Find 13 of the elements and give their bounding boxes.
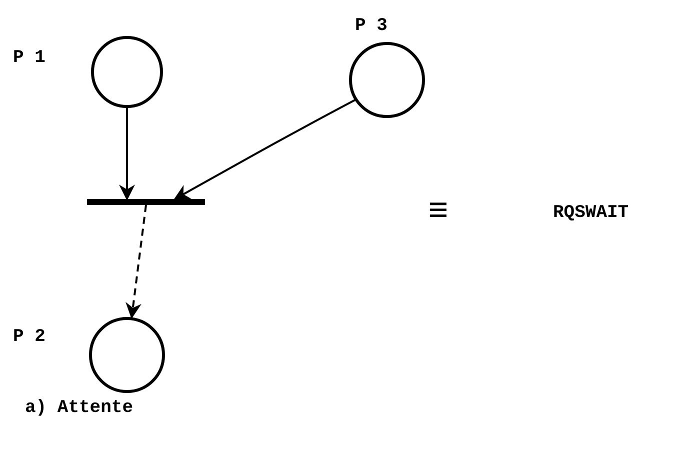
transition-bar [87, 199, 205, 205]
equivalence-symbol: ≡ [428, 196, 448, 230]
place-circle [91, 36, 163, 108]
arrow [119, 108, 135, 201]
place-label: P 2 [13, 327, 46, 347]
place-label: P 1 [13, 48, 46, 68]
place-circle [349, 42, 425, 118]
place-circle [89, 317, 165, 393]
arrow [126, 204, 147, 319]
operation-name: RQSWAIT [553, 204, 629, 222]
place-label: P 3 [355, 16, 388, 36]
caption: a) Attente [25, 398, 134, 418]
arrow [174, 99, 356, 200]
